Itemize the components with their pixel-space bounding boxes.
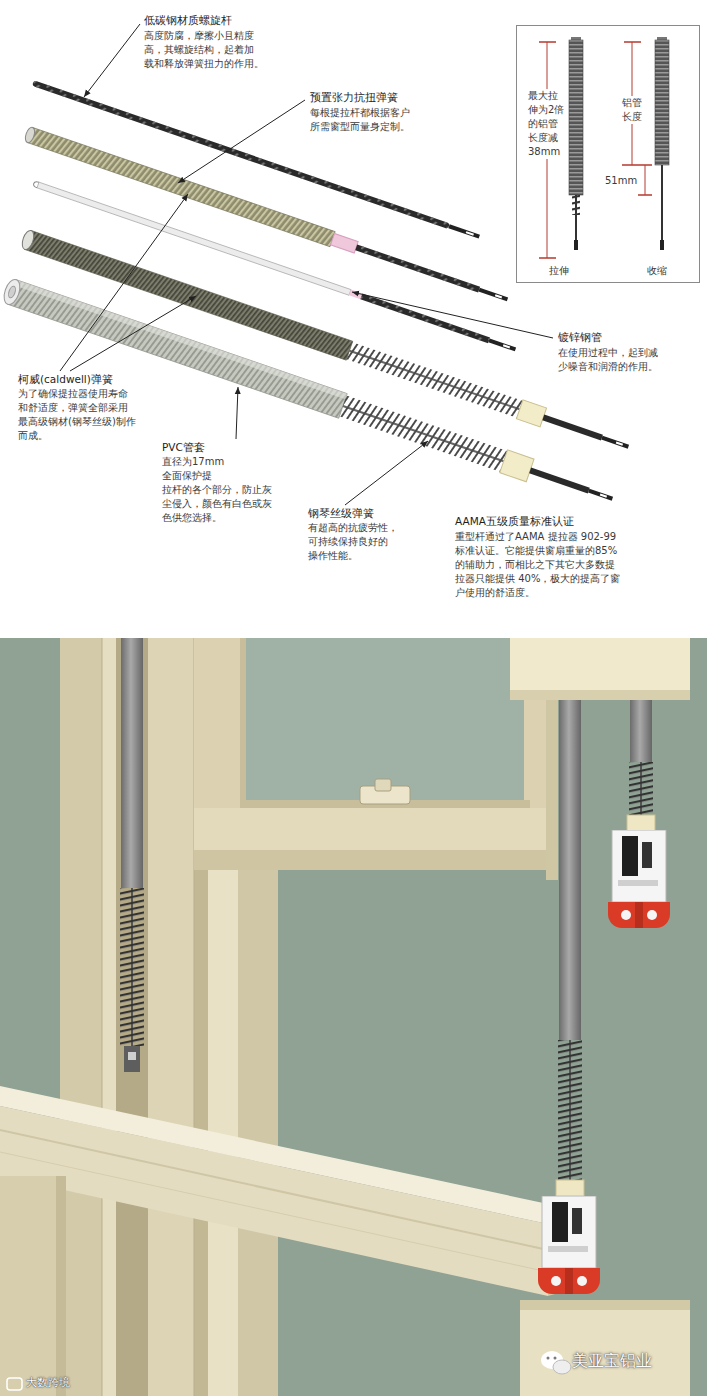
callout-note: 为了确保提拉器使用寿命 和舒适度，弹簧全部采用 最高级钢材(钢琴丝级)制作 而成… — [18, 387, 139, 443]
callout-title: 低碳钢材质螺旋杆 — [144, 13, 235, 27]
callout-title: 镀锌钢管 — [558, 330, 605, 344]
callout-note: 高度防腐，摩擦小且精度 高，其螺旋结构，起着加 载和释放弹簧扭力的作用。 — [144, 29, 267, 71]
callout-title: 柯威(caldwell)弹簧 — [18, 372, 116, 386]
dimension-label: 最大拉 伸为2倍 的铝管 长度减 38mm — [528, 89, 568, 159]
callout-note: 直径为17mm 全面保护提 拉杆的各个部分，防止灰 尘侵入，颜色有白色或灰 色供… — [162, 455, 275, 525]
callout-title: 预置张力抗扭弹簧 — [310, 90, 401, 104]
dimension-label: 拉伸 — [549, 264, 572, 278]
dimension-label: 铝管 长度 — [622, 96, 645, 124]
callout-note: 重型杆通过了AAMA 提拉器 902-99 标准认证。它能提供窗扇重量的85% … — [455, 530, 621, 600]
dimension-panel: 最大拉 伸为2倍 的铝管 长度减 38mm 铝管 长度 51mm 拉伸 收缩 — [516, 25, 700, 283]
dimension-label: 收缩 — [647, 264, 670, 278]
callout-title: 钢琴丝级弹簧 — [308, 506, 377, 520]
dimension-label: 51mm — [605, 174, 641, 188]
watermark: 美亚宝铝业 — [572, 1351, 655, 1371]
watermark: 大数跨境 — [26, 1376, 73, 1390]
callout-note: 每根提拉杆都根据客户 所需窗型而量身定制。 — [310, 106, 413, 134]
callout-note: 有超高的抗疲劳性， 可持续保持良好的 操作性能。 — [308, 521, 401, 563]
callout-title: AAMA五级质量标准认证 — [455, 514, 577, 528]
callout-note: 在使用过程中，起到减 少噪音和润滑的作用。 — [558, 346, 661, 374]
callout-title: PVC管套 — [162, 440, 208, 454]
